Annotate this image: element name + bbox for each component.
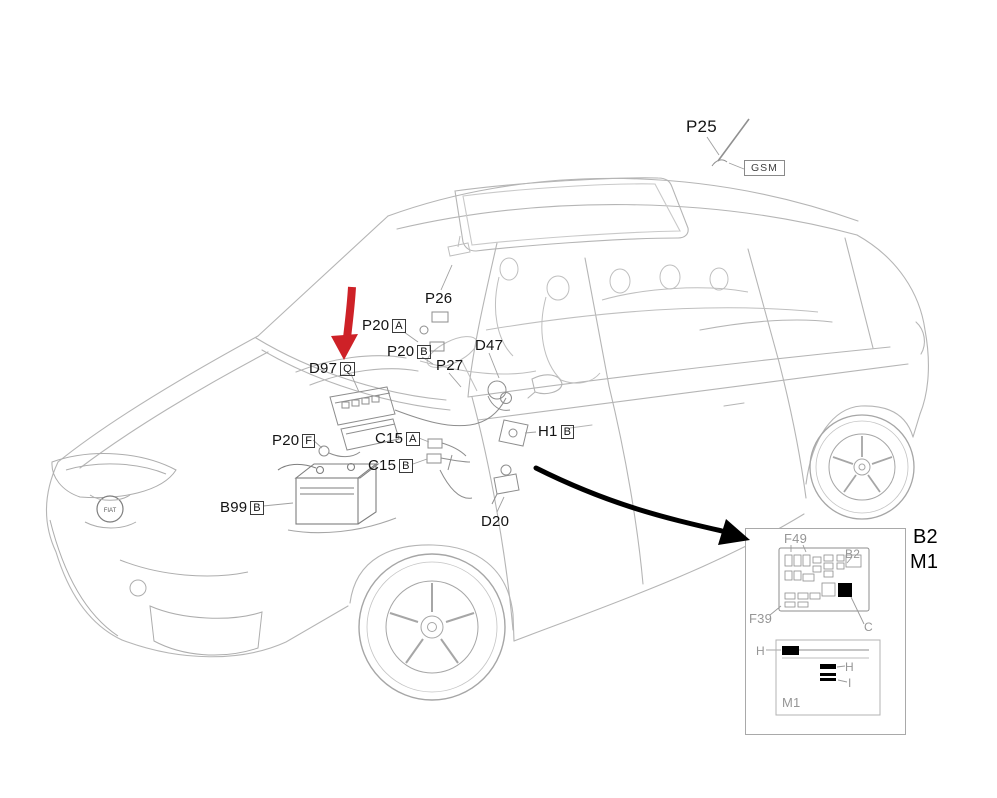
inset-label-m1: M1: [782, 695, 801, 710]
callout-label-b2: B2: [913, 526, 938, 548]
component-label-p27: P27: [436, 357, 464, 374]
red-arrow-marker: [331, 286, 358, 360]
inset-label-f39: F39: [749, 611, 773, 626]
wheels: [358, 414, 915, 701]
callout-label-m1: M1: [910, 551, 939, 573]
car-interior: [419, 235, 819, 392]
connector-pin-h: [782, 646, 799, 655]
inset-label-h-mid: H: [845, 660, 854, 674]
highlighted-fuse-c: [838, 583, 852, 597]
inset-pointer-arrow: [533, 465, 750, 545]
connector-pin-i1: [820, 673, 836, 676]
inset-detail-box: [745, 528, 906, 735]
fiat-badge-text: FIAT: [104, 508, 117, 514]
connector-m1-outline: [775, 639, 881, 716]
label-suffix-box: Q: [340, 362, 355, 376]
label-suffix-box: B: [399, 459, 413, 473]
fuse-slots: [784, 554, 862, 608]
label-suffix-box: A: [406, 432, 420, 446]
inset-leader-lines: [766, 544, 865, 683]
inset-label-i: I: [848, 676, 852, 690]
label-suffix-box: B: [250, 501, 264, 515]
inset-label-b2: B2: [845, 547, 861, 561]
component-label-p25: P25: [686, 117, 717, 136]
connector-pin-i2: [820, 678, 836, 681]
label-code: P20: [272, 432, 300, 449]
label-code: H1: [538, 423, 558, 440]
inset-label-c: C: [864, 620, 873, 634]
component-label-p26: P26: [425, 290, 453, 307]
connector-pin-h2: [820, 664, 836, 669]
label-code: C15: [375, 430, 404, 447]
label-suffix-box: A: [392, 319, 406, 333]
inset-label-h-top: H: [756, 644, 765, 658]
component-label-d20: D20: [481, 513, 510, 530]
battery: [277, 462, 397, 534]
component-label-d47: D47: [475, 337, 504, 354]
inset-label-f49: F49: [784, 531, 808, 546]
label-code: P20: [387, 343, 415, 360]
label-code: D97: [309, 360, 338, 377]
front-end-details: [49, 453, 263, 656]
label-suffix-box: B: [560, 425, 575, 439]
roof-antenna-icon: [711, 118, 750, 167]
car-body-outline: [45, 177, 929, 658]
label-suffix-box: F: [302, 434, 316, 448]
label-code: P20: [362, 317, 390, 334]
label-code: C15: [368, 457, 397, 474]
label-suffix-box: B: [417, 345, 431, 359]
gsm-module-box: GSM: [744, 160, 785, 176]
engine-bay-components: [318, 311, 529, 505]
label-code: B99: [220, 499, 248, 516]
